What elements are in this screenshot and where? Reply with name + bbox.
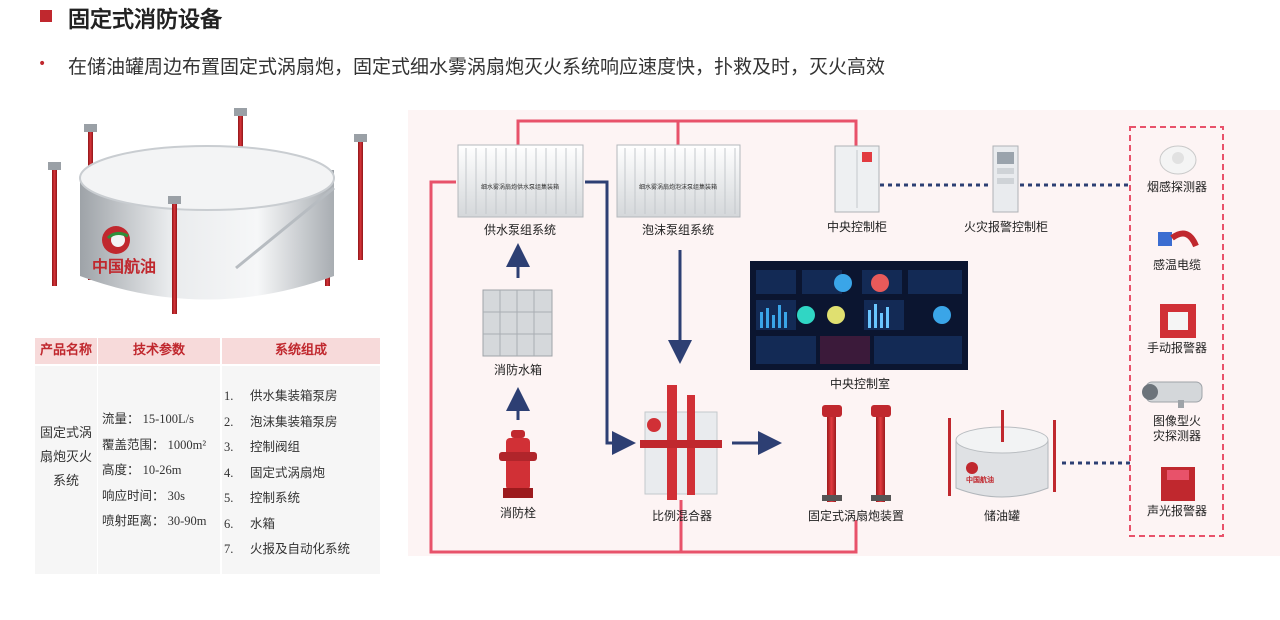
tank-roof	[79, 145, 335, 211]
component-item: 4.固定式涡扇炮	[224, 464, 326, 480]
param-item: 高度： 10-26m	[102, 463, 182, 477]
label-sound-light-alarm: 声光报警器	[1146, 504, 1207, 518]
param-item: 响应时间： 30s	[102, 488, 185, 503]
label-mixer: 比例混合器	[651, 509, 712, 523]
table-col-bg	[98, 366, 220, 574]
sound-light-alarm-icon	[1161, 467, 1195, 501]
table-col-bg	[35, 366, 97, 574]
params-list: 流量： 15-100L/s 覆盖范围： 1000m² 高度： 10-26m 响应…	[98, 366, 220, 574]
page-title: 固定式消防设备	[68, 8, 223, 33]
label-image-detector: 图像型火 灾探测器	[1152, 414, 1201, 443]
table-header-product: 产品名称	[35, 338, 97, 364]
label-fire-alarm-cabinet: 火灾报警控制柜	[963, 220, 1048, 234]
heat-cable-icon	[1158, 230, 1199, 248]
component-item: 3.控制阀组	[224, 439, 301, 454]
label-control-room: 中央控制室	[829, 377, 890, 391]
label-heat-cable: 感温电缆	[1152, 258, 1201, 272]
cannon-pole-front	[48, 134, 367, 314]
product-name: 固定式涡扇炮灭火系统	[39, 426, 92, 489]
label-oil-tank: 储油罐	[983, 509, 1020, 523]
components-list: 1.供水集装箱泵房 2.泡沫集装箱泵房 3.控制阀组 4.固定式涡扇炮 5.控制…	[222, 366, 380, 574]
manual-alarm-icon	[1160, 304, 1196, 338]
component-item: 1.供水集装箱泵房	[224, 388, 338, 403]
label-hydrant: 消防栓	[499, 506, 536, 520]
signal-lines	[880, 183, 1130, 465]
foam-pump-container-icon: 细水雾涡扇炮泡沫泵组集装箱	[616, 144, 741, 218]
param-item: 流量： 15-100L/s	[102, 412, 195, 426]
water-tank-icon	[482, 289, 553, 357]
tank-logo-text: 中国航油	[92, 257, 156, 276]
fire-alarm-cabinet-icon	[992, 145, 1019, 213]
param-item: 喷射距离： 30-90m	[102, 514, 207, 528]
component-item: 6.水箱	[224, 515, 276, 531]
hydrant-icon	[499, 430, 537, 498]
oil-tank-illustration: 中国航油	[48, 108, 367, 314]
label-foam-pump: 泡沫泵组系统	[641, 223, 714, 237]
image-fire-detector-icon	[1142, 381, 1203, 408]
tank-wall	[80, 178, 334, 300]
bullet-text: 在储油罐周边布置固定式涡扇炮，固定式细水雾涡扇炮灭火系统响应速度快，扑救及时，灭…	[68, 56, 886, 78]
tank-logo-icon	[102, 226, 130, 254]
foam-pump-sign: 细水雾涡扇炮泡沫泵组集装箱	[639, 183, 717, 191]
oil-tank-logo-text: 中国航油	[966, 475, 994, 484]
water-pump-container-icon: 细水雾涡扇炮供水泵组集装箱	[457, 144, 584, 218]
spec-table: 产品名称 技术参数 系统组成 固定式涡扇炮灭火系统 流量： 15-100L/s …	[35, 338, 380, 574]
component-item: 7.火报及自动化系统	[224, 541, 351, 556]
component-item: 2.泡沫集装箱泵房	[224, 413, 338, 429]
label-central-cabinet: 中央控制柜	[826, 220, 887, 234]
component-item: 5.控制系统	[224, 490, 301, 505]
central-cabinet-icon	[834, 145, 880, 213]
label-cannon: 固定式涡扇炮装置	[807, 509, 904, 523]
proportional-mixer-icon	[640, 385, 722, 500]
pipe-network	[429, 119, 858, 554]
label-water-pump: 供水泵组系统	[483, 223, 556, 237]
label-water-tank: 消防水箱	[493, 363, 542, 377]
turbofan-cannon-icon	[822, 405, 891, 502]
control-room-dashboard-icon	[750, 261, 968, 370]
oil-tank-icon: 中国航油	[948, 410, 1056, 498]
table-col-bg	[222, 366, 380, 574]
bullet-dot: •	[38, 56, 47, 72]
title-marker	[40, 10, 52, 22]
label-manual-alarm: 手动报警器	[1146, 341, 1207, 355]
water-pump-sign: 细水雾涡扇炮供水泵组集装箱	[481, 183, 559, 191]
label-smoke-detector: 烟感探测器	[1146, 180, 1207, 194]
table-header-components: 系统组成	[222, 338, 380, 364]
smoke-detector-icon	[1159, 145, 1197, 175]
table-header-params: 技术参数	[98, 338, 220, 364]
param-item: 覆盖范围： 1000m²	[102, 437, 207, 452]
flow-arrows	[506, 180, 782, 455]
